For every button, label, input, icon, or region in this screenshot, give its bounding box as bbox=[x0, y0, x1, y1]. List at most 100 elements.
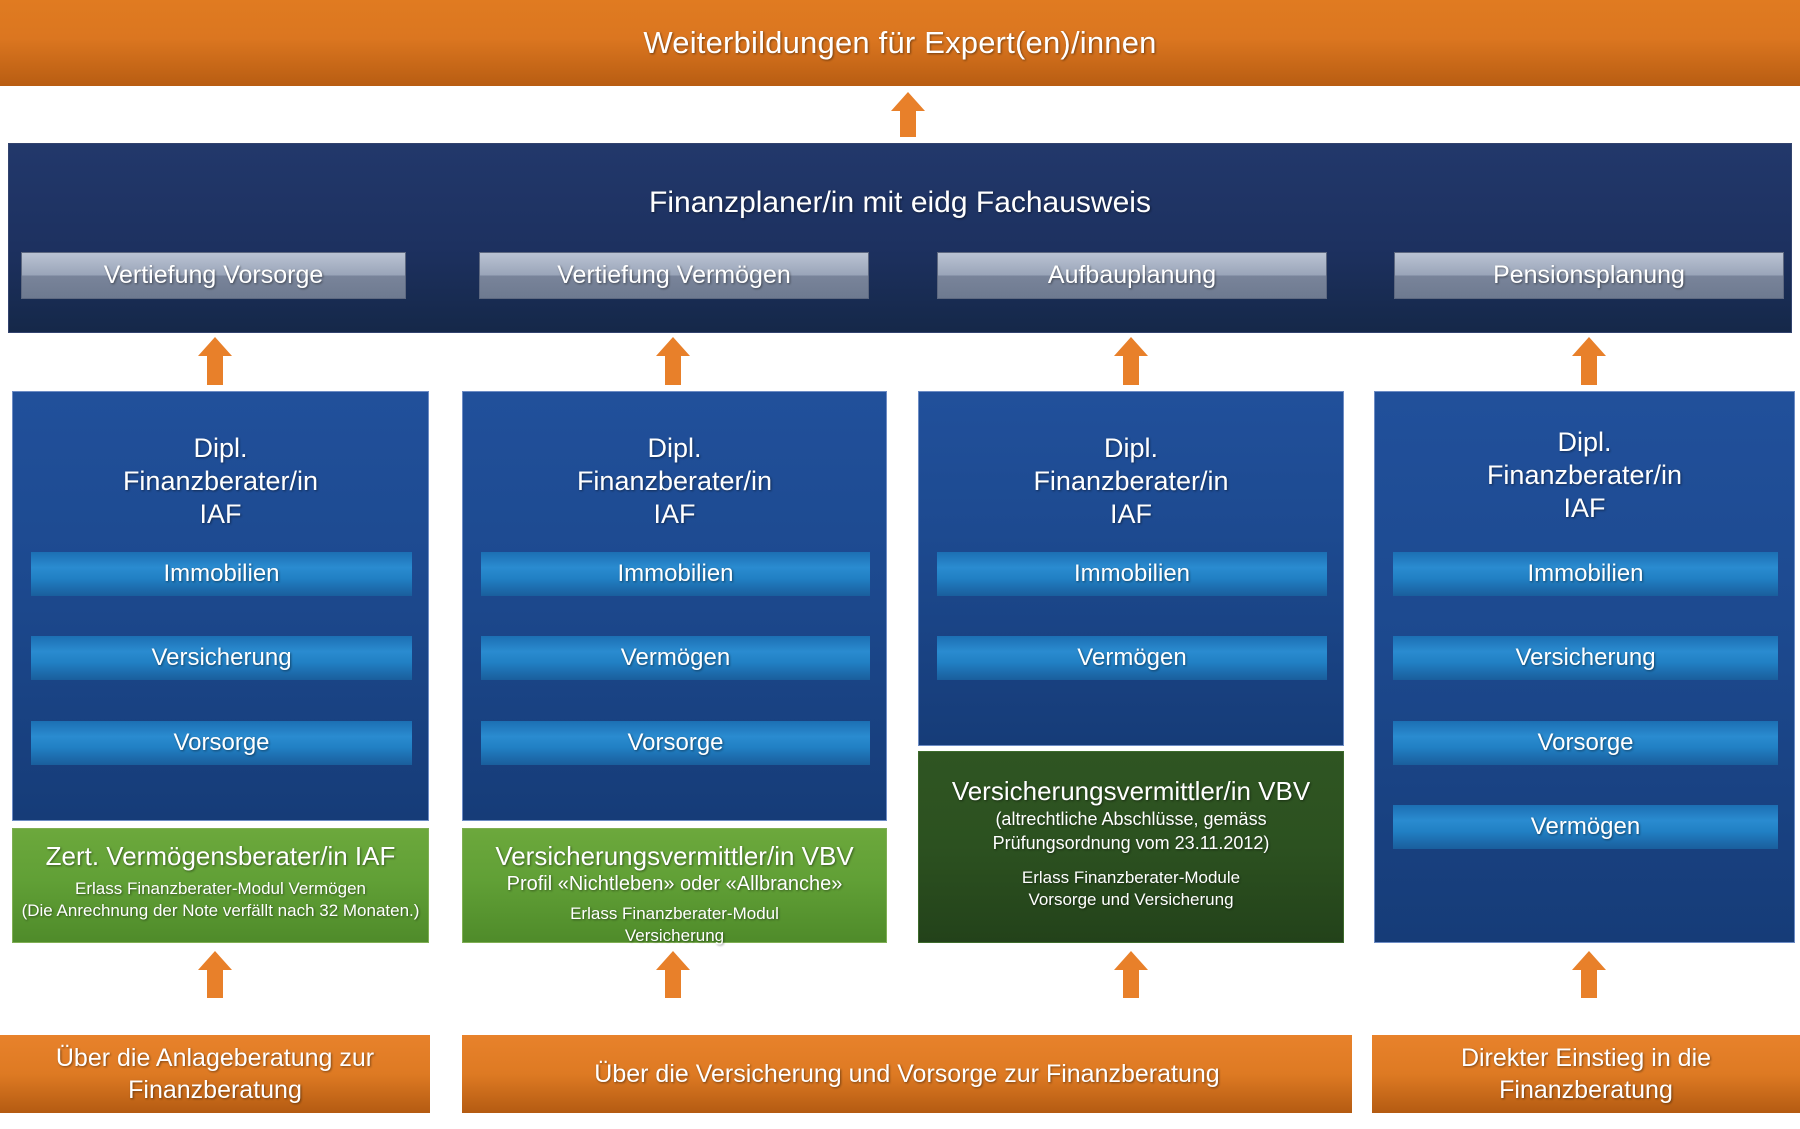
column-1-module-immobilien[interactable]: Immobilien bbox=[31, 552, 412, 596]
column-3-qualification-box: Dipl. Finanzberater/in IAF Immobilien Ve… bbox=[918, 391, 1344, 746]
column-1-title-line-2: Finanzberater/in bbox=[122, 466, 319, 496]
arrow-shaft bbox=[1581, 356, 1597, 385]
column-4-title: Dipl. Finanzberater/in IAF bbox=[1375, 426, 1794, 525]
module-label: Vermögen bbox=[1530, 813, 1641, 840]
column-4-title-line-2: Finanzberater/in bbox=[1486, 460, 1683, 490]
column-3-module-immobilien[interactable]: Immobilien bbox=[937, 552, 1327, 596]
arrow-head-icon bbox=[891, 92, 925, 111]
arrow-head-icon bbox=[198, 951, 232, 970]
arrow-shaft bbox=[900, 111, 916, 137]
arrow-col1-to-navy bbox=[198, 337, 232, 385]
top-banner: Weiterbildungen für Expert(en)/innen bbox=[0, 0, 1800, 86]
button-aufbauplanung[interactable]: Aufbauplanung bbox=[937, 252, 1327, 299]
button-label: Vertiefung Vermögen bbox=[557, 261, 791, 289]
navy-panel: Finanzplaner/in mit eidg Fachausweis Ver… bbox=[8, 143, 1792, 333]
column-2-title-line-2: Finanzberater/in bbox=[576, 466, 773, 496]
module-label: Versicherung bbox=[151, 644, 292, 671]
arrow-shaft bbox=[1123, 356, 1139, 385]
column-3-title-line-2: Finanzberater/in bbox=[1033, 466, 1229, 496]
column-4-module-versicherung[interactable]: Versicherung bbox=[1393, 636, 1778, 680]
module-label: Immobilien bbox=[1073, 560, 1191, 587]
arrow-bottom1-to-col1 bbox=[198, 951, 232, 998]
column-2-green-note: Erlass Finanzberater-Modul bbox=[570, 904, 779, 923]
arrow-navy-to-banner bbox=[891, 92, 925, 137]
column-2-green-sub: Profil «Nichtleben» oder «Allbranche» bbox=[506, 873, 843, 895]
arrow-head-icon bbox=[1114, 951, 1148, 970]
bottom-bar-label: Direkter Einstieg in die Finanzberatung bbox=[1460, 1044, 1712, 1104]
column-4-module-vorsorge[interactable]: Vorsorge bbox=[1393, 721, 1778, 765]
column-2-qualification-box: Dipl. Finanzberater/in IAF Immobilien Ve… bbox=[462, 391, 887, 821]
module-label: Immobilien bbox=[163, 560, 280, 587]
column-1-qualification-box: Dipl. Finanzberater/in IAF Immobilien Ve… bbox=[12, 391, 429, 821]
button-pensionsplanung[interactable]: Pensionsplanung bbox=[1394, 252, 1784, 299]
module-label: Vermögen bbox=[1077, 644, 1187, 671]
arrow-head-icon bbox=[656, 337, 690, 356]
arrow-shaft bbox=[1123, 970, 1139, 998]
column-1-green-note2: (Die Anrechnung der Note verfällt nach 3… bbox=[21, 901, 420, 920]
arrow-head-icon bbox=[1572, 337, 1606, 356]
bottom-bar-label: Über die Anlageberatung zur Finanzberatu… bbox=[55, 1044, 375, 1104]
column-3-title: Dipl. Finanzberater/in IAF bbox=[919, 432, 1343, 531]
arrow-head-icon bbox=[656, 951, 690, 970]
module-label: Versicherung bbox=[1515, 644, 1656, 671]
column-1-module-vorsorge[interactable]: Vorsorge bbox=[31, 721, 412, 765]
arrow-bottom2-to-col2 bbox=[656, 951, 690, 998]
top-banner-label: Weiterbildungen für Expert(en)/innen bbox=[643, 25, 1157, 60]
arrow-head-icon bbox=[198, 337, 232, 356]
button-label: Aufbauplanung bbox=[1047, 261, 1217, 289]
column-4-qualification-box: Dipl. Finanzberater/in IAF Immobilien Ve… bbox=[1374, 391, 1795, 943]
button-label: Vertiefung Vorsorge bbox=[103, 261, 324, 289]
column-4-title-line-3: IAF bbox=[1563, 493, 1606, 523]
column-2-module-vermoegen[interactable]: Vermögen bbox=[481, 636, 870, 680]
module-label: Vorsorge bbox=[173, 729, 270, 756]
column-1-green-head: Zert. Vermögensberater/in IAF bbox=[45, 841, 396, 871]
column-2-module-immobilien[interactable]: Immobilien bbox=[481, 552, 870, 596]
column-3-green-sub2: Prüfungsordnung vom 23.11.2012) bbox=[992, 833, 1270, 853]
arrow-head-icon bbox=[1114, 337, 1148, 356]
arrow-shaft bbox=[1581, 970, 1597, 998]
arrow-shaft bbox=[665, 970, 681, 998]
column-2-title: Dipl. Finanzberater/in IAF bbox=[463, 432, 886, 531]
column-3-green-box: Versicherungsvermittler/in VBV (altrecht… bbox=[918, 751, 1344, 943]
navy-panel-title: Finanzplaner/in mit eidg Fachausweis bbox=[649, 186, 1151, 219]
bottom-bar-label: Über die Versicherung und Vorsorge zur F… bbox=[594, 1060, 1220, 1088]
arrow-bottom3-to-col4 bbox=[1572, 951, 1606, 998]
column-2-green-box: Versicherungsvermittler/in VBV Profil «N… bbox=[462, 828, 887, 945]
column-1-title: Dipl. Finanzberater/in IAF bbox=[13, 432, 428, 531]
arrow-shaft bbox=[665, 356, 681, 385]
button-vertiefung-vorsorge[interactable]: Vertiefung Vorsorge bbox=[21, 252, 406, 299]
arrow-head-icon bbox=[1572, 951, 1606, 970]
column-3-green-head: Versicherungsvermittler/in VBV bbox=[951, 776, 1311, 806]
column-3-title-line-1: Dipl. bbox=[1103, 433, 1158, 463]
column-4-module-vermoegen[interactable]: Vermögen bbox=[1393, 805, 1778, 849]
column-2-module-vorsorge[interactable]: Vorsorge bbox=[481, 721, 870, 765]
column-2-title-line-1: Dipl. bbox=[647, 433, 702, 463]
button-label: Pensionsplanung bbox=[1493, 261, 1685, 289]
bottom-bar-direkter-einstieg: Direkter Einstieg in die Finanzberatung bbox=[1372, 1035, 1800, 1113]
arrow-col2-to-navy bbox=[656, 337, 690, 385]
arrow-bottom2-to-col3 bbox=[1114, 951, 1148, 998]
column-2-green-note2: Versicherung bbox=[624, 926, 725, 945]
module-label: Vorsorge bbox=[1537, 729, 1634, 756]
column-2-title-line-3: IAF bbox=[653, 499, 696, 529]
bottom-bar-anlageberatung: Über die Anlageberatung zur Finanzberatu… bbox=[0, 1035, 430, 1113]
button-vertiefung-vermoegen[interactable]: Vertiefung Vermögen bbox=[479, 252, 869, 299]
column-3-green-sub: (altrechtliche Abschlüsse, gemäss bbox=[995, 809, 1267, 829]
column-3-green-note: Erlass Finanzberater-Module bbox=[1021, 868, 1241, 887]
column-1-title-line-3: IAF bbox=[199, 499, 242, 529]
column-4-title-line-1: Dipl. bbox=[1557, 427, 1612, 457]
module-label: Immobilien bbox=[617, 560, 734, 587]
column-1-title-line-1: Dipl. bbox=[193, 433, 248, 463]
column-3-module-vermoegen[interactable]: Vermögen bbox=[937, 636, 1327, 680]
column-2-green-head: Versicherungsvermittler/in VBV bbox=[495, 841, 854, 871]
module-label: Vermögen bbox=[620, 644, 731, 671]
column-4-module-immobilien[interactable]: Immobilien bbox=[1393, 552, 1778, 596]
column-3-title-line-3: IAF bbox=[1109, 499, 1152, 529]
column-1-module-versicherung[interactable]: Versicherung bbox=[31, 636, 412, 680]
column-3-green-note2: Vorsorge und Versicherung bbox=[1028, 890, 1234, 909]
bottom-bar-versicherung-vorsorge: Über die Versicherung und Vorsorge zur F… bbox=[462, 1035, 1352, 1113]
module-label: Vorsorge bbox=[627, 729, 724, 756]
arrow-col3-to-navy bbox=[1114, 337, 1148, 385]
arrow-shaft bbox=[207, 970, 223, 998]
